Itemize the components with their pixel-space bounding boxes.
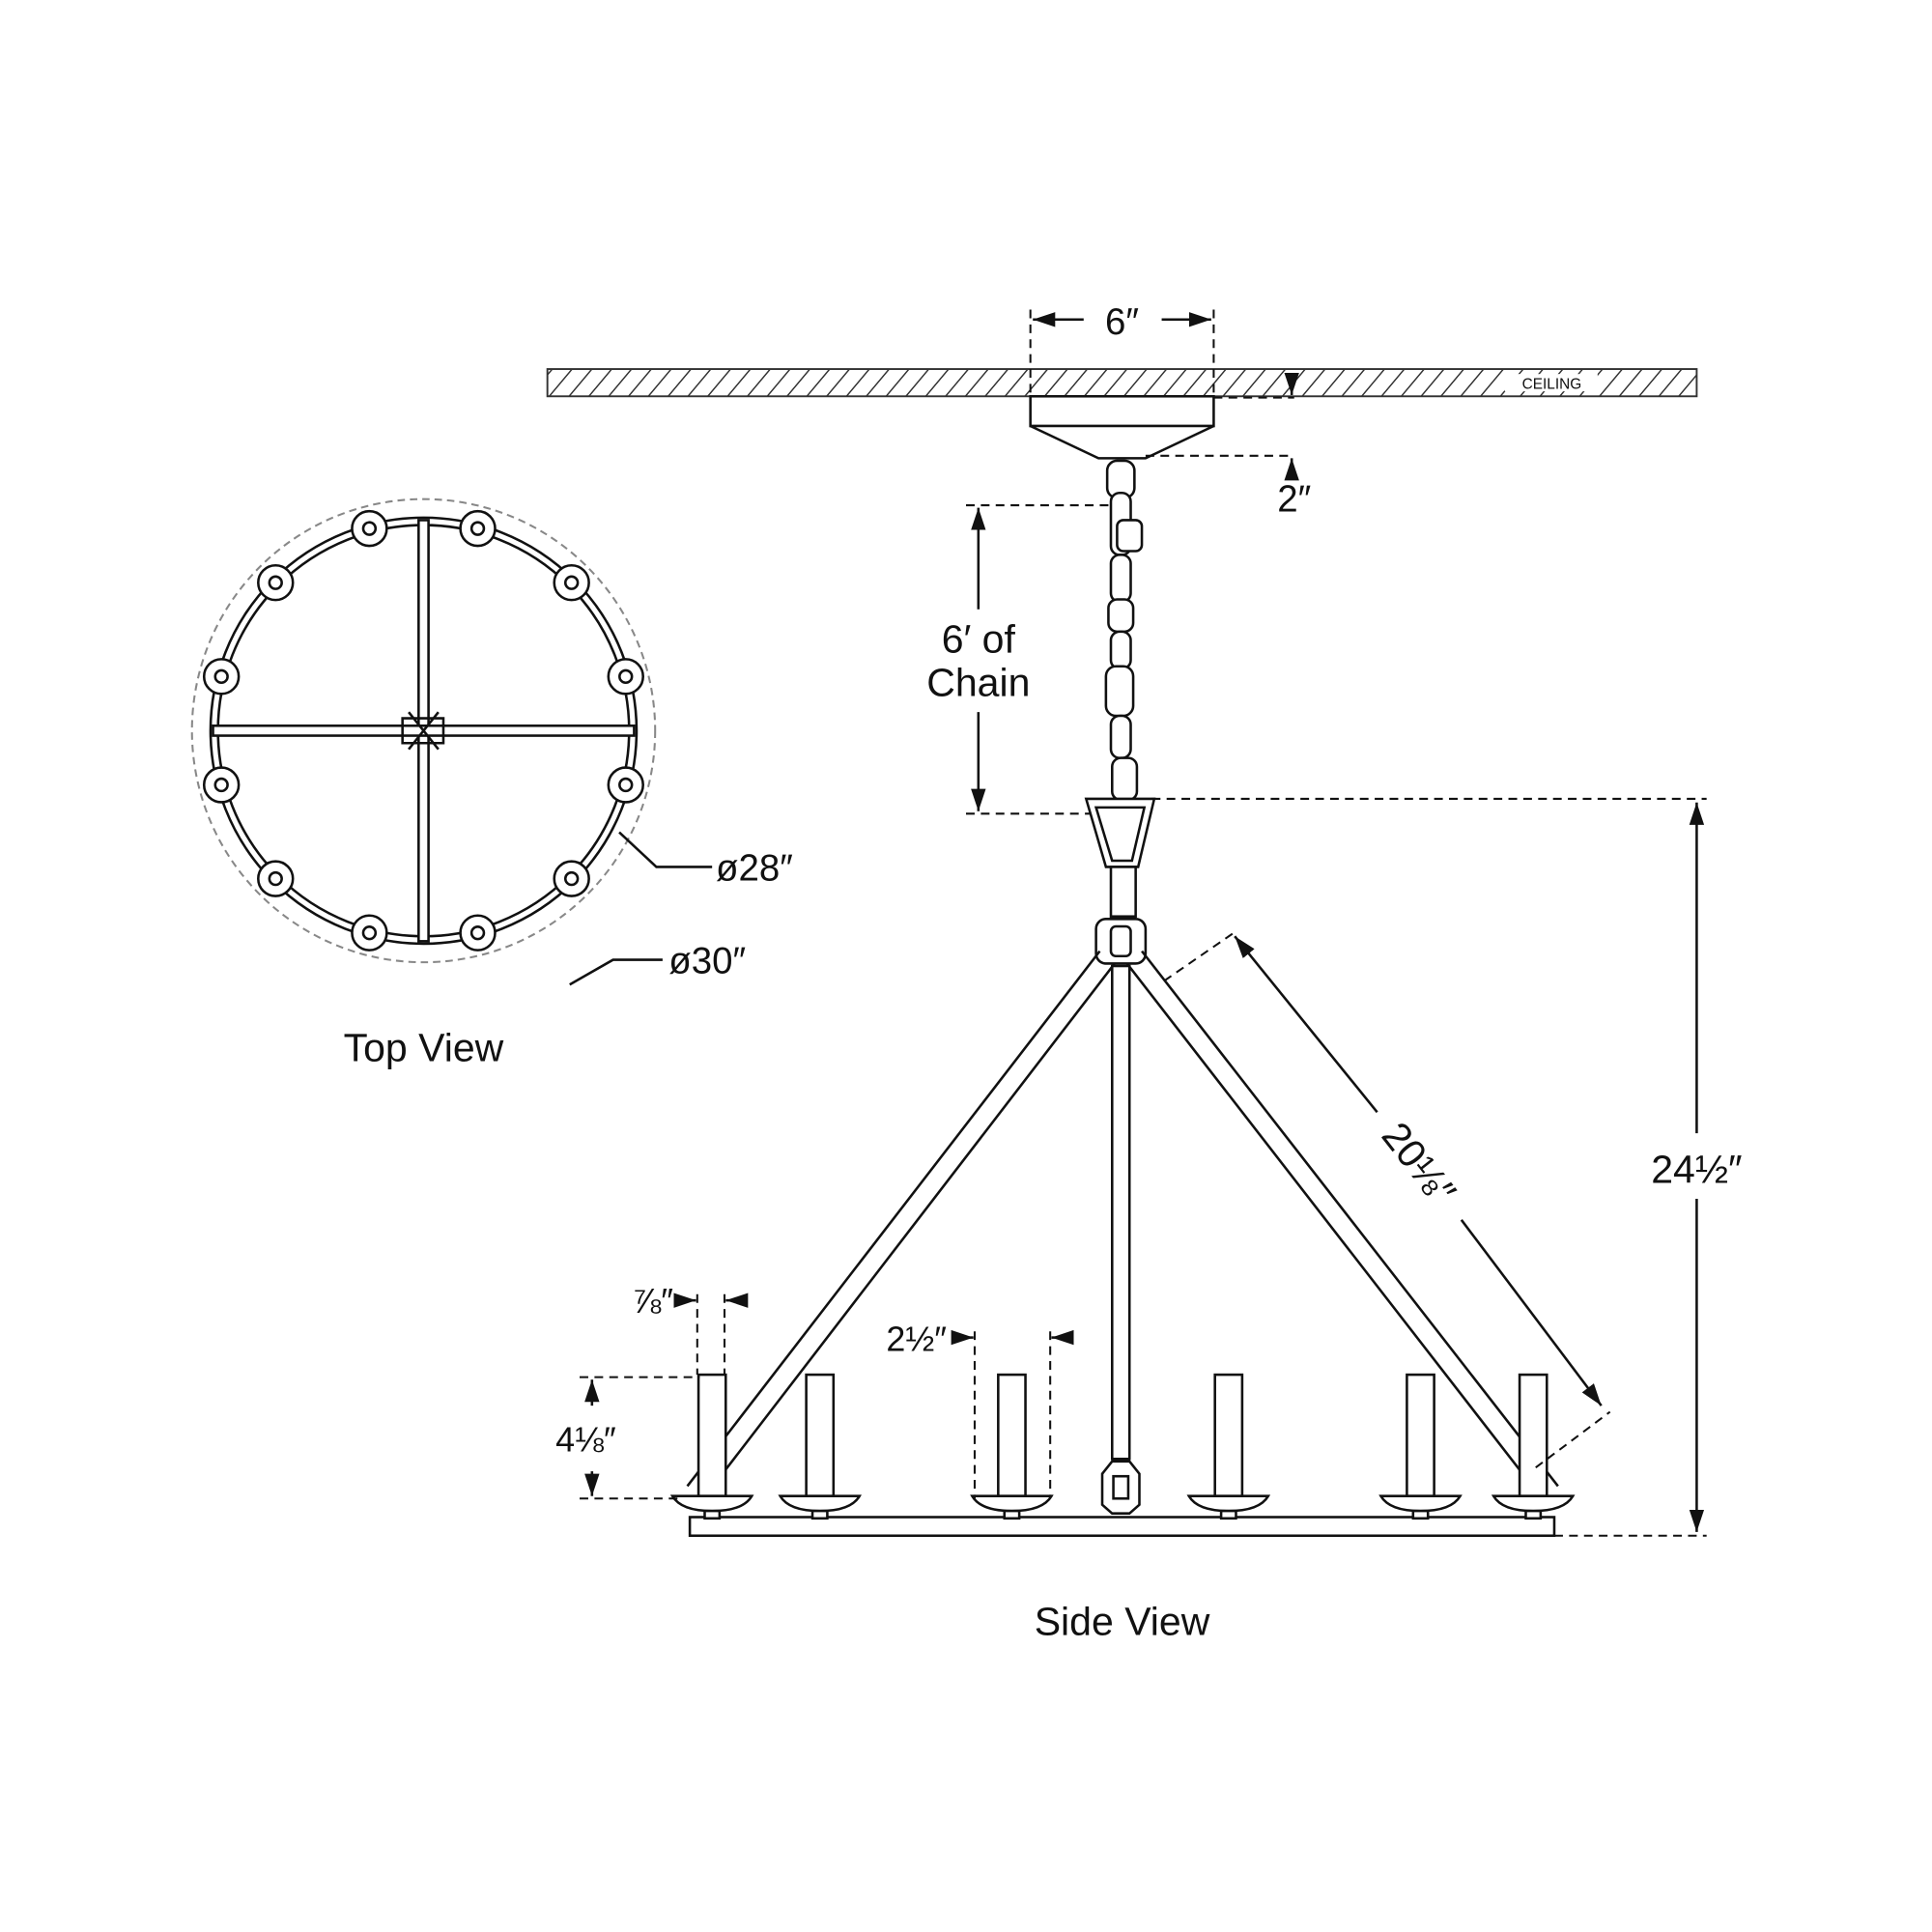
chain-length-line1: 6′ of <box>942 617 1016 662</box>
top-view-cup <box>351 914 388 952</box>
candle-width-dimension: ⅞″ <box>632 1282 749 1376</box>
canopy-height-dimension: 2″ <box>1145 372 1311 520</box>
chain-length-dimension: 6′ of Chain <box>926 504 1113 815</box>
top-view-cup <box>202 766 241 804</box>
candle <box>1378 1373 1463 1520</box>
chain-length-line2: Chain <box>926 661 1030 705</box>
top-view-cup <box>351 509 388 548</box>
candle <box>970 1373 1054 1520</box>
arm-length-label: 20⅛″ <box>1374 1114 1464 1213</box>
top-view-cup <box>607 658 644 696</box>
cup-width-dimension: 2½″ <box>886 1321 1074 1499</box>
overall-height-label: 24½″ <box>1651 1147 1742 1191</box>
outer-diameter-label: ø30″ <box>668 941 746 982</box>
inner-diameter-label: ø28″ <box>716 848 793 890</box>
chain <box>1104 459 1144 802</box>
fixture-hanger <box>1084 797 1156 965</box>
candle <box>778 1373 862 1520</box>
top-view-cup <box>257 563 295 602</box>
candle-height-dimension: 4⅛″ <box>555 1376 700 1500</box>
top-view-cup <box>553 860 590 897</box>
canopy <box>1029 394 1215 460</box>
candle-height-label: 4⅛″ <box>555 1421 616 1460</box>
candle-width-label: ⅞″ <box>632 1282 673 1321</box>
top-view-cup <box>607 766 644 804</box>
top-view-cup <box>202 658 241 696</box>
cup-width-label: 2½″ <box>886 1321 947 1359</box>
top-view: ø28″ ø30″ Top View <box>190 497 793 1070</box>
canopy-height-label: 2″ <box>1277 478 1311 520</box>
candle <box>669 1373 754 1520</box>
ceiling: CEILING <box>546 368 1698 398</box>
ceiling-label: CEILING <box>1522 377 1582 393</box>
top-view-cup <box>459 509 497 548</box>
top-view-cup <box>553 563 590 602</box>
candle <box>1491 1373 1576 1520</box>
canopy-width-label: 6″ <box>1105 301 1139 343</box>
overall-height-dimension: 24½″ <box>1151 797 1743 1537</box>
top-view-cup <box>257 860 295 897</box>
top-view-cup <box>459 914 497 952</box>
canopy-width-dimension: 6″ <box>1029 301 1215 397</box>
fixture-ring <box>688 1516 1556 1538</box>
fixture-arms <box>686 950 1559 1515</box>
candle <box>1186 1373 1271 1520</box>
top-view-cups <box>202 509 644 952</box>
side-view-label: Side View <box>1035 1599 1210 1643</box>
candles <box>669 1373 1576 1520</box>
top-view-label: Top View <box>344 1026 504 1070</box>
